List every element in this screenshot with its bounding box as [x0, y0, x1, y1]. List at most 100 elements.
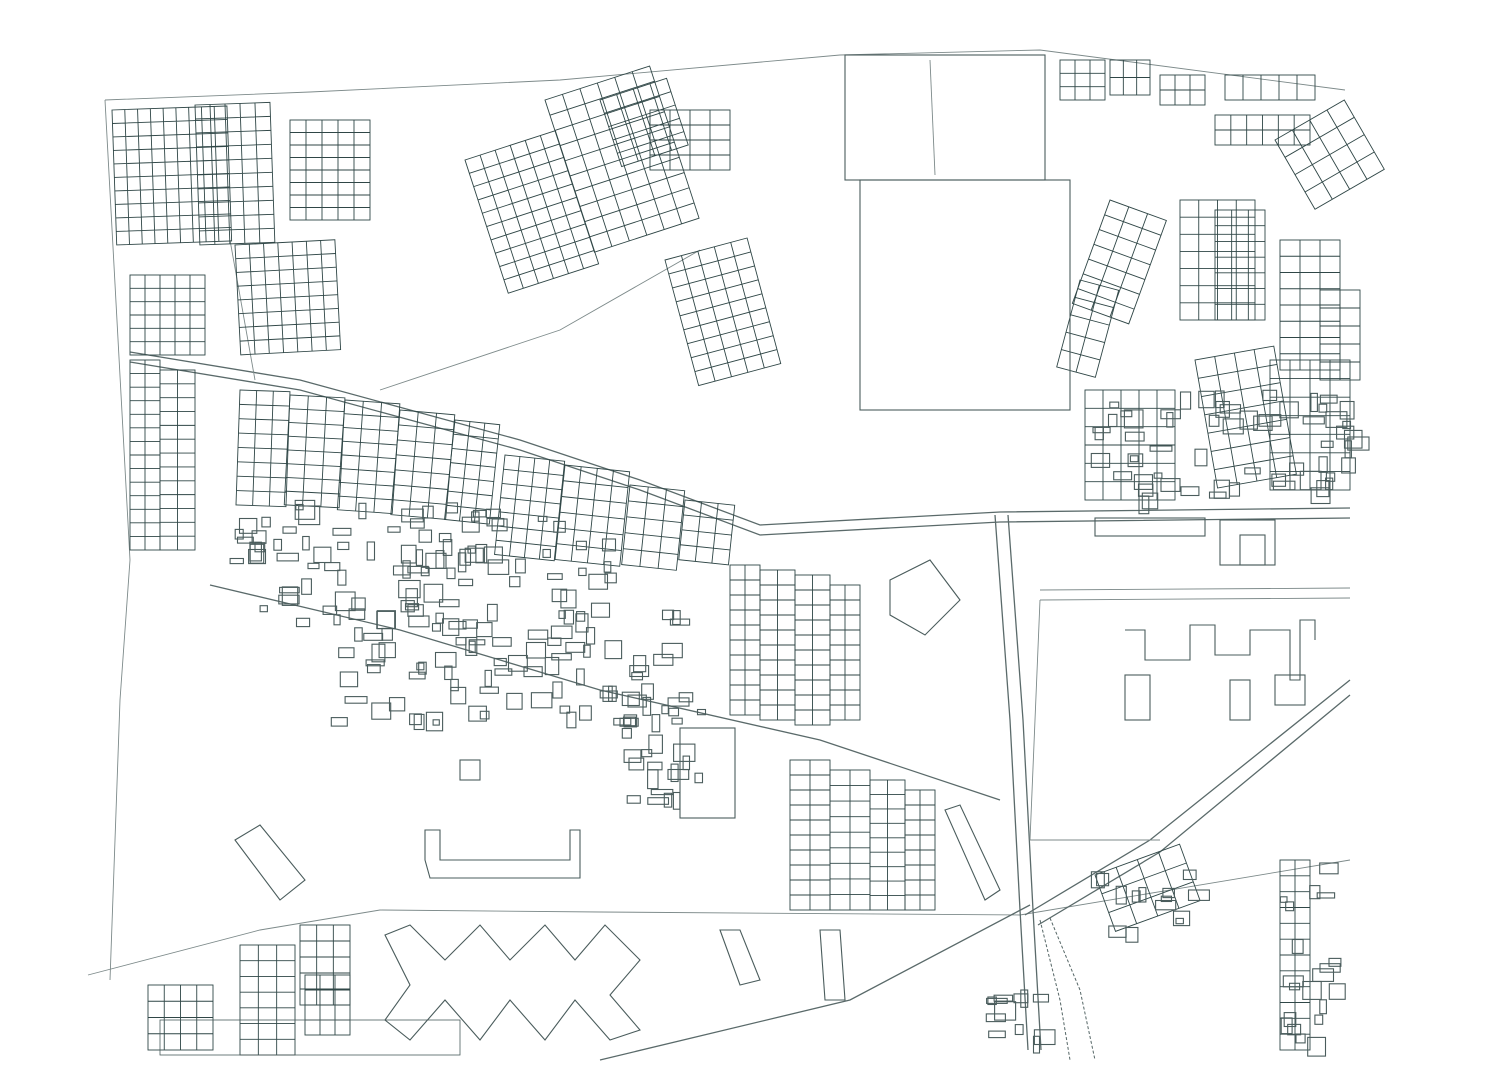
building-footprint: [487, 559, 510, 575]
plot-grid-block: [111, 105, 233, 246]
plot-grid-block: [1224, 74, 1316, 101]
building-footprint: [234, 528, 244, 540]
building-footprint: [468, 705, 487, 722]
building-footprint: [647, 797, 670, 805]
building-footprint: [588, 573, 609, 590]
building-footprint: [575, 613, 589, 633]
building-footprint: [409, 713, 422, 726]
plot-grid-block: [1109, 59, 1151, 96]
building-footprint: [1325, 472, 1336, 482]
plot-grid-block: [1179, 199, 1256, 321]
building-footprint: [1160, 409, 1181, 420]
building-footprint: [667, 768, 690, 780]
building-footprint: [603, 561, 612, 573]
plot-grid-block: [129, 359, 161, 551]
building-footprint: [363, 632, 384, 641]
building-footprint: [249, 541, 262, 562]
building-footprint: [1287, 1023, 1302, 1036]
building-footprint: [621, 727, 632, 739]
building-footprint: [696, 708, 707, 716]
building-footprint: [407, 565, 429, 574]
building-footprint: [1279, 401, 1299, 419]
building-footprint: [422, 505, 434, 519]
building-footprint: [585, 627, 596, 645]
building-footprint: [626, 795, 641, 804]
plot-grid-block: [904, 789, 936, 911]
building-footprint: [408, 671, 426, 680]
building-footprint: [404, 603, 420, 611]
building-footprint: [442, 539, 453, 556]
plot-grid-block: [304, 974, 351, 1036]
building-footprint: [583, 644, 591, 658]
building-footprint: [1244, 467, 1261, 475]
building-footprint: [578, 567, 587, 577]
building-footprint: [623, 714, 638, 728]
building-footprint: [642, 696, 652, 716]
building-footprint: [602, 685, 613, 702]
building-footprint: [661, 642, 683, 659]
building-footprint: [1141, 492, 1159, 510]
building-footprint: [641, 683, 654, 700]
building-footprint: [661, 705, 669, 715]
building-footprint: [682, 755, 691, 771]
building-footprint: [1228, 482, 1241, 497]
building-footprint: [1307, 1036, 1327, 1057]
building-footprint: [1123, 409, 1144, 429]
building-footprint: [663, 792, 673, 808]
building-footprint: [259, 605, 268, 613]
building-footprint: [1312, 968, 1335, 982]
building-footprint: [420, 566, 430, 577]
building-footprint: [623, 749, 642, 763]
building-footprint: [1285, 901, 1295, 912]
building-footprint: [1325, 411, 1348, 428]
building-footprint: [334, 591, 356, 612]
building-footprint: [672, 610, 681, 626]
plot-grid-block: [1059, 59, 1106, 101]
building-footprint: [1262, 389, 1278, 402]
building-footprint: [547, 637, 562, 646]
building-footprint: [442, 618, 460, 636]
building-footprint: [1302, 416, 1325, 425]
plot-grid-block: [1159, 74, 1206, 106]
building-footprint: [1219, 404, 1242, 414]
plot-grid-block: [299, 924, 351, 1006]
building-footprint: [550, 625, 573, 640]
building-footprint: [1124, 431, 1145, 442]
building-footprint: [434, 651, 457, 668]
old-town-fabric: [229, 389, 1370, 1057]
building-footprint: [509, 576, 521, 588]
building-footprint: [547, 573, 563, 580]
building-footprint: [298, 505, 321, 526]
building-footprint: [1328, 957, 1342, 967]
building-footprint: [576, 611, 586, 622]
plot-grid-block: [234, 239, 342, 356]
plot-grid-block: [649, 109, 731, 171]
building-footprint: [1342, 420, 1352, 430]
plot-grid-block: [1084, 389, 1176, 501]
plot-grid-block: [729, 564, 761, 716]
building-footprint: [1013, 993, 1029, 1004]
building-footprint: [484, 669, 492, 687]
plot-grid-block: [1056, 279, 1120, 378]
building-footprint: [251, 530, 267, 544]
building-footprint: [506, 692, 523, 710]
plot-grid-block: [794, 574, 831, 726]
building-footprint: [371, 643, 386, 663]
building-footprint: [1138, 495, 1150, 515]
building-footprint: [1316, 480, 1330, 498]
building-footprint: [1318, 403, 1328, 413]
building-footprint: [1319, 862, 1339, 875]
building-footprint: [1115, 885, 1127, 905]
map-boundary: [87, 49, 1351, 981]
building-footprint: [1280, 1017, 1293, 1035]
building-footprint: [1283, 1012, 1297, 1028]
building-footprint: [647, 769, 659, 790]
plot-grid-block: [759, 569, 796, 721]
building-footprint: [1198, 390, 1215, 409]
building-footprint: [432, 719, 440, 726]
building-footprint: [601, 538, 617, 552]
building-footprint: [1172, 910, 1191, 927]
building-footprint: [444, 665, 453, 681]
building-footprint: [515, 558, 526, 574]
